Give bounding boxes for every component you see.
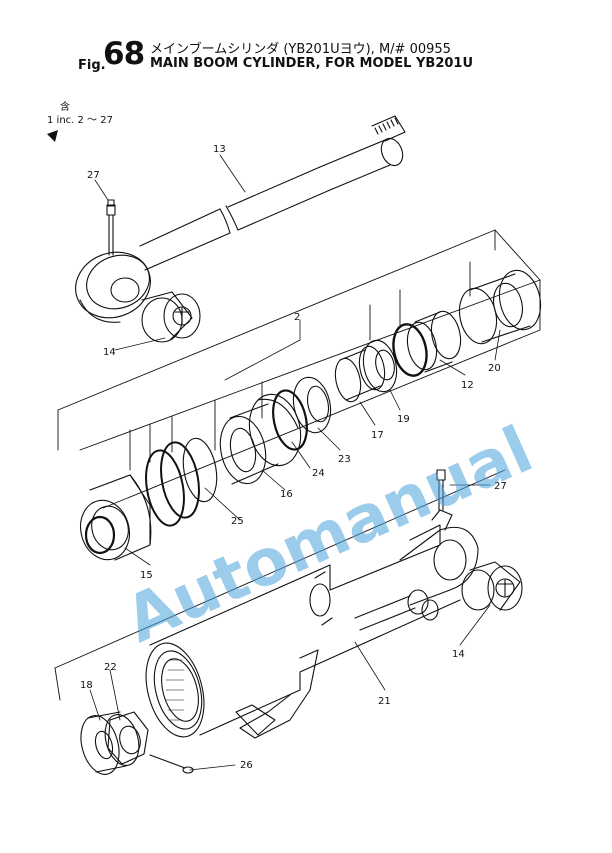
diagram-header: Fig. 68 メインブームシリンダ (YB201Uヨウ), M/# 00955… bbox=[0, 0, 612, 80]
includes-kanji: 含 bbox=[60, 102, 70, 113]
bushing-top bbox=[141, 291, 201, 343]
label-part-17: 17 bbox=[371, 430, 384, 441]
label-part-22: 22 bbox=[104, 662, 117, 673]
label-part-23: 23 bbox=[338, 454, 351, 465]
label-part-27-top: 27 bbox=[87, 170, 100, 181]
label-part-21: 21 bbox=[378, 696, 391, 707]
title-english: MAIN BOOM CYLINDER, FOR MODEL YB201U bbox=[150, 56, 474, 71]
label-part-16: 16 bbox=[280, 489, 293, 500]
assembly-frame bbox=[57, 229, 541, 509]
title-japanese: メインブームシリンダ (YB201Uヨウ), M/# 00955 bbox=[150, 42, 451, 57]
label-part-14-lower: 14 bbox=[452, 649, 465, 660]
label-part-27-lower: 27 bbox=[494, 481, 507, 492]
bushing-lower bbox=[461, 561, 523, 611]
piston-rod bbox=[75, 115, 406, 323]
watermark-text: Automanual bbox=[115, 413, 543, 658]
label-part-2: 2 bbox=[294, 312, 300, 323]
label-part-19: 19 bbox=[397, 414, 410, 425]
figure-prefix: Fig. bbox=[78, 58, 106, 73]
label-part-20: 20 bbox=[488, 363, 501, 374]
piston-assembly bbox=[80, 269, 542, 561]
cylinder-tube bbox=[145, 469, 479, 739]
label-part-26: 26 bbox=[240, 760, 253, 771]
includes-note: 1 inc. 2 〜 27 bbox=[47, 115, 113, 126]
direction-arrow-icon bbox=[47, 130, 58, 142]
figure-number: 68 bbox=[103, 36, 145, 72]
washer-and-nut bbox=[80, 711, 194, 775]
label-part-13: 13 bbox=[213, 144, 226, 155]
label-part-25: 25 bbox=[231, 516, 244, 527]
label-part-15: 15 bbox=[140, 570, 153, 581]
leader-lines bbox=[89, 154, 501, 771]
frame-line-lower bbox=[54, 469, 506, 669]
label-part-18: 18 bbox=[80, 680, 93, 691]
label-part-14-top: 14 bbox=[103, 347, 116, 358]
label-part-24: 24 bbox=[312, 468, 325, 479]
label-part-12: 12 bbox=[461, 380, 474, 391]
